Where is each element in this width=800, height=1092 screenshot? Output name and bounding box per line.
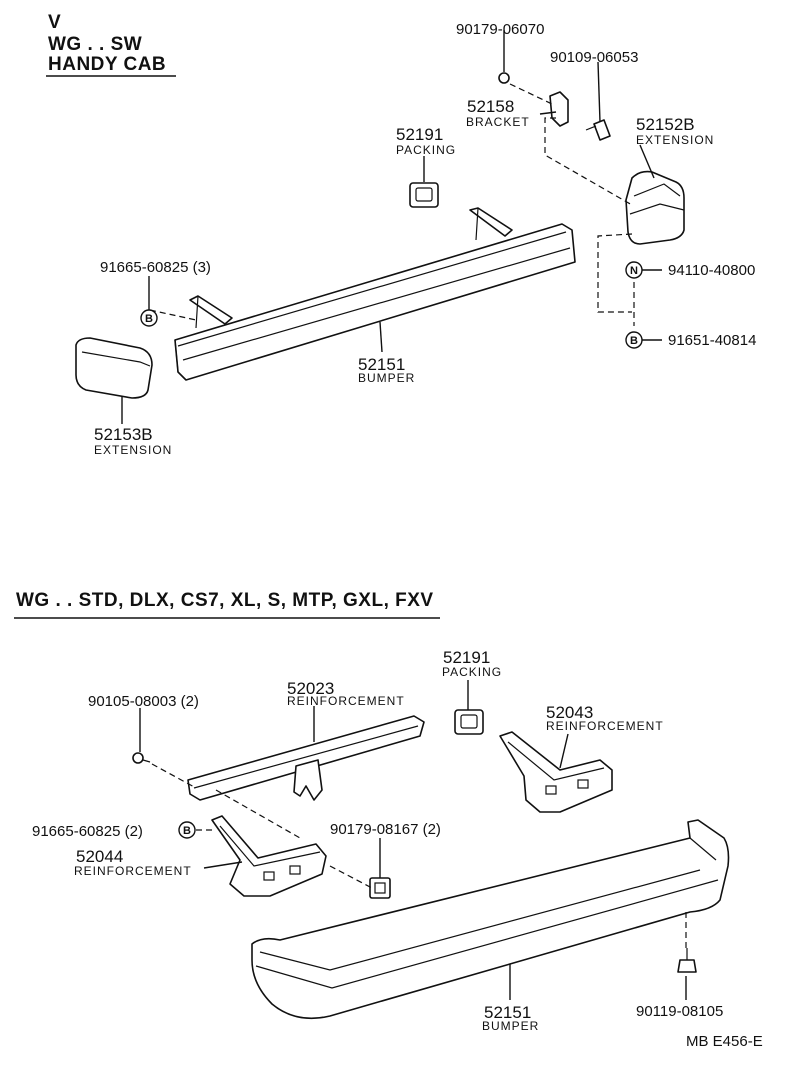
label-52152b: 52152B [636,115,695,134]
section-1-line-2: WG . . SW [48,34,142,55]
svg-text:B: B [145,313,153,325]
right-extension-drawing [625,170,685,245]
label-52151-upper: 52151 [358,355,405,374]
section-header-1: V WG . . SW HANDY CAB [46,12,176,77]
left-extension-drawing [75,337,153,399]
lower-bumper-drawing [251,819,730,1020]
label-52191-lower: 52191 [443,648,490,667]
clip-90179-08167-drawing [369,877,391,899]
bolt-90105-drawing [132,752,151,764]
label-52153b: 52153B [94,425,153,444]
label-reinforcement-52043: REINFORCEMENT [546,719,664,733]
svg-text:B: B [630,335,638,347]
bolt-b-symbol-2: B [625,331,643,349]
label-52151-lower: 52151 [484,1003,531,1022]
bracket-drawing [498,72,611,141]
nut-n-symbol: N [625,261,643,279]
bolt-b-symbol-1: B [140,309,158,327]
svg-text:B: B [183,825,191,837]
figure-code: MB E456-E [686,1033,763,1050]
label-52043: 52043 [546,703,593,722]
section-1-line-3: HANDY CAB [48,54,166,75]
label-91665-60825-2: 91665-60825 (2) [32,823,143,840]
label-52023: 52023 [287,679,334,698]
label-90179-06070: 90179-06070 [456,21,544,38]
label-90179-08167: 90179-08167 (2) [330,821,441,838]
upper-bumper-drawing [174,207,576,381]
label-91651-40814: 91651-40814 [668,332,756,349]
label-packing-lower: PACKING [442,665,502,679]
label-90105-08003: 90105-08003 (2) [88,693,199,710]
label-90109-06053: 90109-06053 [550,49,638,66]
label-bracket: BRACKET [466,115,530,129]
label-52044: 52044 [76,847,123,866]
packing-upper-drawing [409,182,439,208]
reinforcement-52023-drawing [187,715,425,801]
reinforcement-52044-drawing [211,815,327,897]
section-2-line-1: WG . . STD, DLX, CS7, XL, S, MTP, GXL, F… [16,590,434,611]
label-52158: 52158 [467,97,514,116]
label-extension-left: EXTENSION [94,443,172,457]
section-header-2: WG . . STD, DLX, CS7, XL, S, MTP, GXL, F… [14,590,440,619]
label-52191-upper: 52191 [396,125,443,144]
svg-text:N: N [630,265,638,277]
bolt-90119-drawing [677,948,697,973]
label-91665-60825-3: 91665-60825 (3) [100,259,211,276]
reinforcement-52043-drawing [499,731,613,813]
label-extension-right: EXTENSION [636,133,714,147]
label-94110-40800: 94110-40800 [668,262,755,279]
label-bumper-lower: BUMPER [482,1019,539,1033]
label-reinforcement-52044: REINFORCEMENT [74,864,192,878]
label-reinforcement-52023: REINFORCEMENT [287,694,405,708]
bolt-b-symbol-3: B [178,821,196,839]
packing-lower-drawing [454,709,484,735]
label-90119-08105: 90119-08105 [636,1003,723,1020]
section-1-line-1: V [48,12,61,33]
label-packing-upper: PACKING [396,143,456,157]
label-bumper-upper: BUMPER [358,371,415,385]
